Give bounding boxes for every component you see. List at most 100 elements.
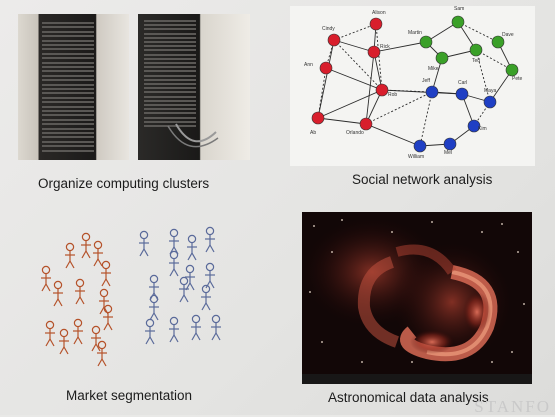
network-node-label: Alison xyxy=(372,10,386,16)
stick-figure xyxy=(149,294,159,321)
network-node-label: Sam xyxy=(454,6,464,12)
network-edge xyxy=(365,123,421,147)
star xyxy=(341,219,343,221)
network-node-label: Maya xyxy=(484,88,496,94)
network-node xyxy=(327,33,341,47)
network-edge xyxy=(364,51,375,125)
stick-figure xyxy=(73,318,83,345)
stick-figure xyxy=(145,318,155,345)
stick-figure xyxy=(65,242,75,269)
stick-figure xyxy=(41,265,51,292)
network-node xyxy=(443,137,457,151)
star xyxy=(431,221,433,223)
stick-figure xyxy=(179,276,189,303)
stick-figure xyxy=(169,228,179,255)
stick-figure xyxy=(93,240,103,267)
network-edge xyxy=(317,116,367,125)
star xyxy=(411,361,413,363)
network-node xyxy=(451,15,465,29)
star xyxy=(523,303,525,305)
star xyxy=(491,361,493,363)
caption-clusters: Organize computing clusters xyxy=(38,176,210,191)
network-node xyxy=(469,43,483,57)
network-edge xyxy=(316,67,327,119)
stick-figure xyxy=(149,274,159,301)
stick-figure xyxy=(169,316,179,343)
network-node-label: Kim xyxy=(478,126,487,132)
astronomy-panel xyxy=(302,212,532,384)
market-segmentation-panel xyxy=(30,225,230,375)
stick-figure-groups xyxy=(41,226,221,367)
stick-figure xyxy=(139,230,149,257)
star xyxy=(501,223,503,225)
caption-social: Social network analysis xyxy=(352,172,493,187)
star xyxy=(309,291,311,293)
network-node-label: Rick xyxy=(380,44,390,50)
network-node xyxy=(359,117,373,131)
stick-figure xyxy=(53,280,63,307)
galaxy-image xyxy=(302,212,532,384)
network-node xyxy=(419,35,433,49)
network-node-label: Jeff xyxy=(422,78,431,84)
network-edge xyxy=(489,69,513,103)
stick-figure xyxy=(59,328,69,355)
stick-figure xyxy=(99,288,109,315)
network-node xyxy=(413,139,427,153)
network-node xyxy=(375,83,389,97)
network-node-label: Ann xyxy=(304,62,313,68)
network-edge xyxy=(333,23,377,41)
network-node xyxy=(369,17,383,31)
network-edge xyxy=(365,91,433,125)
star xyxy=(321,341,323,343)
network-edge xyxy=(325,67,383,91)
network-node xyxy=(435,51,449,65)
stick-figure xyxy=(101,260,111,287)
network-node xyxy=(367,45,381,59)
network-node-label: Carl xyxy=(458,80,467,86)
stick-figure xyxy=(185,264,195,291)
network-node-label: Pete xyxy=(512,76,523,82)
stick-figure xyxy=(103,304,113,331)
star xyxy=(391,231,393,233)
network-node xyxy=(467,119,481,133)
network-node-label: Mel xyxy=(444,150,452,156)
star xyxy=(361,361,363,363)
caption-astro: Astronomical data analysis xyxy=(328,390,489,405)
stick-figure xyxy=(201,284,211,311)
network-node-label: Rob xyxy=(388,92,397,98)
stanford-watermark: STANFO xyxy=(474,397,551,416)
network-edge xyxy=(381,89,463,97)
star xyxy=(481,231,483,233)
network-edge xyxy=(333,39,383,91)
star xyxy=(517,251,519,253)
network-edge xyxy=(375,23,384,91)
network-node-label: William xyxy=(408,154,424,160)
star xyxy=(331,251,333,253)
network-node-label: Ab xyxy=(310,130,316,136)
network-edge xyxy=(475,49,513,71)
network-node xyxy=(319,61,333,75)
network-node xyxy=(425,85,439,99)
clusters-panel xyxy=(18,14,250,162)
stick-figure xyxy=(191,314,201,341)
star xyxy=(511,351,513,353)
network-edge xyxy=(333,39,375,54)
network-node xyxy=(455,87,469,101)
stick-figure xyxy=(81,232,91,259)
network-edge xyxy=(316,39,335,119)
server-rack-photo-left xyxy=(18,14,129,160)
stick-figure xyxy=(187,234,197,261)
network-node-label: Ted xyxy=(472,58,480,64)
caption-market: Market segmentation xyxy=(66,388,193,403)
network-edge xyxy=(457,21,499,43)
stick-figure xyxy=(75,278,85,305)
stick-figure xyxy=(205,262,215,289)
stick-figure xyxy=(211,314,221,341)
social-network-graph: CindyAlisonRickAnnRobOrlandoAbMartinSamM… xyxy=(304,6,523,160)
server-rack-photo-right xyxy=(138,14,250,160)
network-node-label: Cindy xyxy=(322,26,335,32)
stick-figure xyxy=(169,250,179,277)
stick-figure xyxy=(205,226,215,253)
